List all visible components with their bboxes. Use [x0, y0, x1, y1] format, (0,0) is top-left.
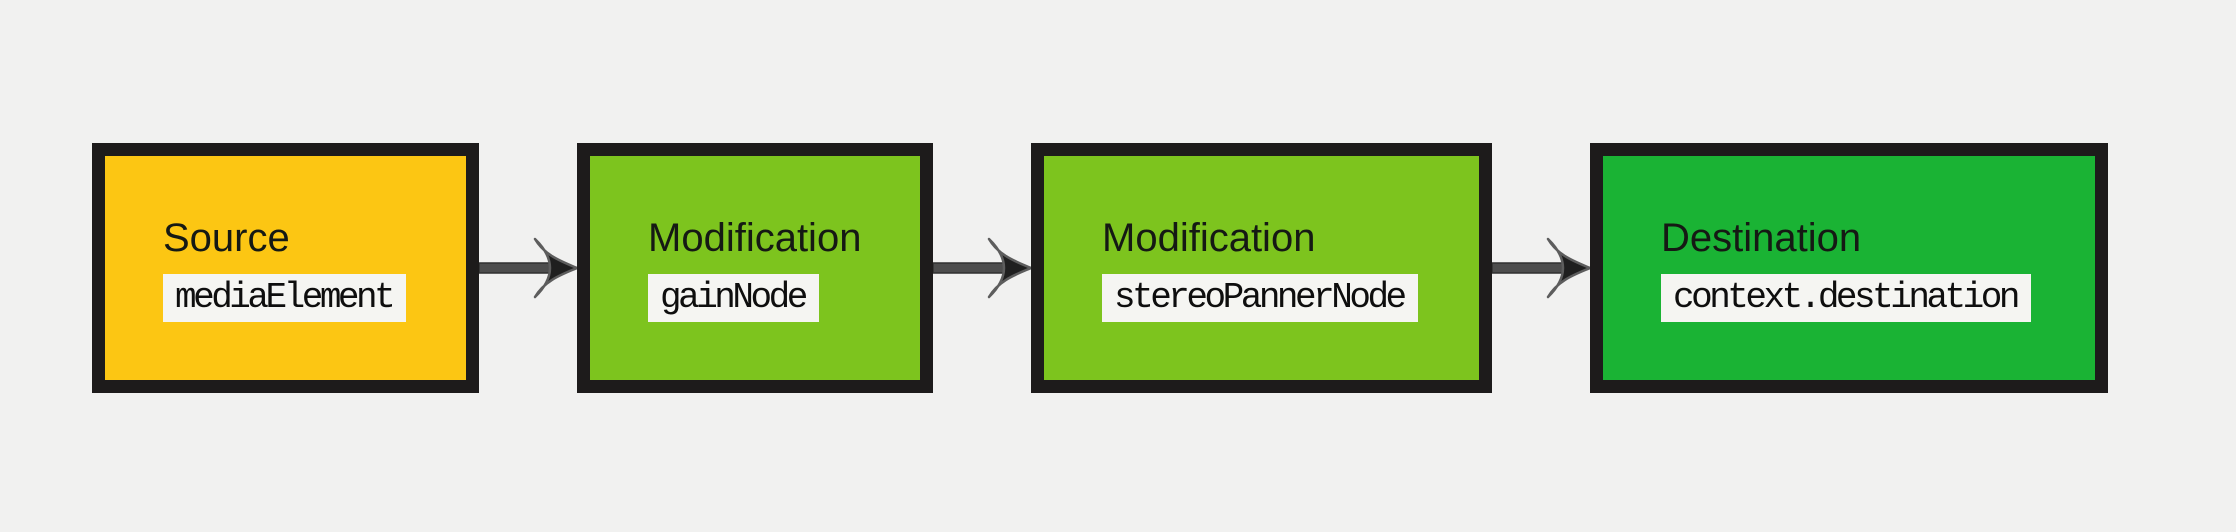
node-modification-2: Modification stereoPannerNode: [1031, 143, 1492, 393]
node-code-chip: stereoPannerNode: [1102, 273, 1418, 322]
node-role-label: Modification: [1102, 215, 1316, 260]
node-destination: Destination context.destination: [1590, 143, 2108, 393]
node-role-label: Source: [163, 215, 290, 260]
node-code-chip: gainNode: [648, 273, 819, 322]
flow-arrow-icon: [933, 237, 1031, 299]
node-role-label: Destination: [1661, 215, 1862, 260]
flow-arrow-icon: [1492, 237, 1590, 299]
node-role-label: Modification: [648, 215, 862, 260]
node-source: Source mediaElement: [92, 143, 479, 393]
node-code-chip: mediaElement: [163, 273, 407, 322]
node-flow-row: Source mediaElement Modification gainNod…: [92, 143, 2108, 393]
node-code-chip: context.destination: [1661, 273, 2031, 322]
flow-arrow-icon: [479, 237, 577, 299]
node-modification-1: Modification gainNode: [577, 143, 933, 393]
